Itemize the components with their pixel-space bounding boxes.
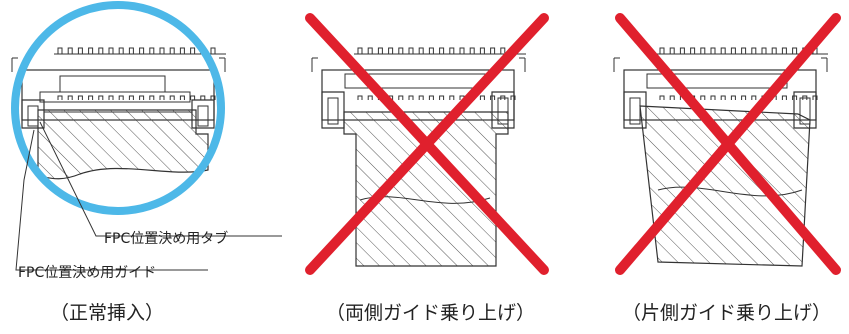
ng-cross (305, 13, 549, 275)
panel-normal (11, 1, 282, 271)
caption-normal: （正常挿入） (50, 302, 165, 324)
panel-one-side (613, 13, 841, 275)
guide-callout-label: FPC位置決め用ガイド (18, 265, 157, 281)
panel-both-side (305, 13, 549, 275)
ng-cross (615, 13, 841, 275)
tab-callout-label: FPC位置決め用タブ (104, 231, 229, 247)
caption-both-side: （両側ガイド乗り上げ） (326, 302, 536, 324)
connector-drawing (311, 47, 526, 267)
connector-drawing (11, 47, 226, 180)
ok-circle (11, 1, 225, 215)
connector-drawing (613, 47, 828, 267)
caption-one-side: （片側ガイド乗り上げ） (622, 302, 832, 324)
